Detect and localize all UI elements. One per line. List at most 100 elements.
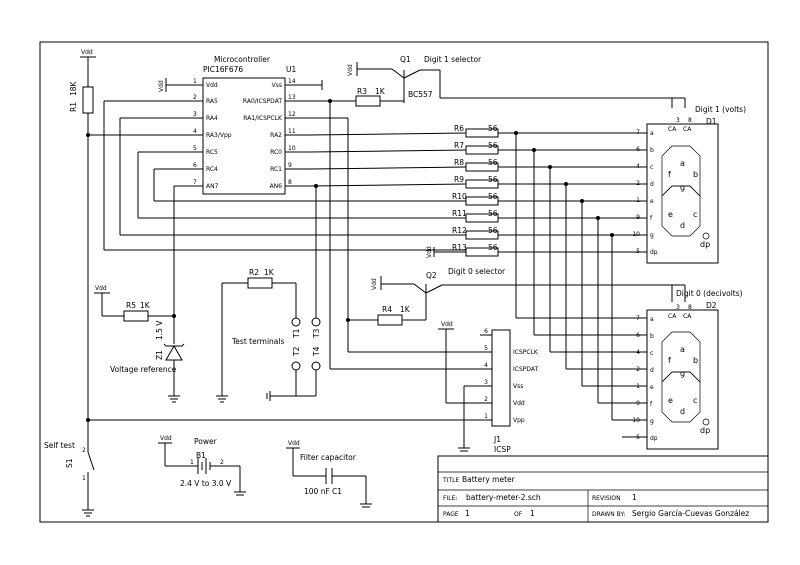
transistor-q2: Q2 Digit 0 selector Vdd — [371, 267, 506, 320]
r9-value: 56 — [488, 175, 498, 184]
mcu-body — [202, 77, 286, 195]
self-test-switch-s1: Self test S1 2 1 — [44, 441, 95, 517]
j1-pin6-num: 6 — [484, 328, 488, 335]
q1-vdd-label: Vdd — [347, 64, 354, 76]
d1-pin-b-seg: b — [650, 147, 654, 154]
page-label: PAGE — [443, 511, 459, 518]
r6-value: 56 — [488, 124, 498, 133]
r9-ref: R9 — [454, 175, 464, 184]
q2-ref: Q2 — [426, 271, 437, 280]
d2-note: Digit 0 (decivolts) — [676, 289, 743, 298]
u1-pin4-num: 4 — [193, 128, 197, 135]
d1-seg-a: a — [680, 159, 685, 168]
q2-vdd-label: Vdd — [371, 278, 378, 290]
d1-ref: D1 — [706, 117, 717, 126]
d2-seg-f: f — [668, 356, 671, 365]
r8-value: 56 — [488, 158, 498, 167]
r10-ref: R10 — [452, 192, 467, 201]
j1-pin4-num: 4 — [484, 362, 488, 369]
d2-seg-c: c — [693, 396, 697, 405]
s1-ref: S1 — [65, 458, 74, 468]
b1-range: 2.4 V to 3.0 V — [180, 479, 232, 488]
revision-value: 1 — [632, 493, 637, 502]
c1-ref: C1 — [332, 487, 342, 496]
d1-seg-f: f — [668, 170, 671, 179]
d1-seg-g: g — [680, 183, 685, 192]
u1-pin9-name: RC1 — [270, 166, 282, 173]
s1-pin2: 2 — [82, 447, 86, 454]
u1-pin2-name: RA5 — [206, 98, 218, 105]
file-name: battery-meter-2.sch — [466, 493, 541, 502]
b1-vdd-label: Vdd — [160, 435, 172, 442]
terminal-t1 — [291, 317, 301, 327]
d2-pin-c-seg: c — [650, 350, 653, 357]
filter-capacitor-c1: Vdd Filter capacitor 100 nF C1 — [286, 440, 372, 508]
r3-ref: R3 — [357, 87, 367, 96]
b1-pin2: 2 — [220, 459, 224, 466]
d2-pin3: 3 — [676, 304, 680, 311]
u1-pin9-num: 9 — [288, 162, 292, 169]
drawn-by-label: DRAWN BY: — [592, 511, 625, 518]
t2-label: T2 — [292, 346, 301, 357]
d1-pin-g-seg: g — [650, 232, 654, 239]
d2-ca-a: CA — [668, 313, 677, 320]
d1-pin-c-seg: c — [650, 164, 653, 171]
d1-pin3: 3 — [676, 117, 680, 124]
j1-ref: J1 — [493, 435, 501, 444]
d1-pin-d-seg: d — [650, 181, 654, 188]
resistor-r3: R3 1K — [310, 87, 404, 107]
u1-pin14-num: 14 — [288, 78, 296, 85]
d2-seg-dp: dp — [700, 426, 710, 435]
page-value: 1 — [465, 509, 470, 518]
d2-pin-e-seg: e — [650, 384, 654, 391]
r13-vdd-label: Vdd — [426, 246, 433, 258]
c1-vdd-label: Vdd — [288, 440, 300, 447]
r11-value: 56 — [488, 209, 498, 218]
zener-z1: Z1 1.5 V Voltage reference — [110, 316, 185, 403]
r13-value: 56 — [488, 243, 498, 252]
j1-pin5-name: ICSPCLK — [513, 349, 539, 356]
j1-label: ICSP — [494, 445, 511, 454]
power-heading: Power — [194, 437, 218, 446]
z1-ref: Z1 — [155, 350, 164, 360]
icsp-connector-j1: 6 5 4 3 2 1 ICSPCLK ICSPDAT Vss Vdd Vpp … — [480, 328, 539, 454]
r10-value: 56 — [488, 192, 498, 201]
q1-note: Digit 1 selector — [424, 55, 482, 64]
r5-value: 1K — [140, 301, 151, 310]
r1-ref: R1 — [69, 102, 78, 112]
r1-vdd-label: Vdd — [81, 49, 93, 56]
r8-ref: R8 — [454, 158, 464, 167]
b1-pin1: 1 — [190, 459, 194, 466]
d1-pin-a-seg: a — [650, 130, 654, 137]
j1-pin4-name: ICSPDAT — [513, 366, 539, 373]
u1-pin11-name: RA2 — [270, 132, 282, 139]
u1-pin7-name: AN7 — [206, 183, 219, 190]
of-label: OF — [514, 511, 523, 518]
d2-pin8: 8 — [688, 304, 692, 311]
d1-pin-e-seg: e — [650, 198, 654, 205]
u1-pin6-name: RC4 — [206, 166, 218, 173]
u1-pin11-num: 11 — [288, 128, 296, 135]
title-label: TITLE — [442, 477, 459, 484]
t4-label: T4 — [312, 346, 321, 357]
r7-ref: R7 — [454, 141, 464, 150]
d2-pin-dp-seg: dp — [650, 435, 658, 442]
resistor-r5: Vdd R5 1K — [94, 285, 174, 322]
file-label: FILE: — [443, 495, 457, 502]
terminal-t3 — [311, 317, 321, 327]
u1-pin1-num: 1 — [193, 78, 197, 85]
r2-ref: R2 — [249, 268, 259, 277]
r13-ref: R13 — [452, 243, 467, 252]
d2-pin-b-seg: b — [650, 333, 654, 340]
sheet-border — [39, 41, 769, 523]
q2-note: Digit 0 selector — [448, 267, 506, 276]
d2-seg-g: g — [680, 369, 685, 378]
of-value: 1 — [530, 509, 535, 518]
r4-value: 1K — [400, 305, 411, 314]
u1-pin8-num: 8 — [288, 179, 292, 186]
j1-pin2-name: Vdd — [513, 400, 525, 407]
self-test-label: Self test — [44, 441, 75, 450]
r4-ref: R4 — [382, 305, 392, 314]
d1-pin-dp-seg: dp — [650, 249, 658, 256]
s1-pin1: 1 — [82, 475, 86, 482]
